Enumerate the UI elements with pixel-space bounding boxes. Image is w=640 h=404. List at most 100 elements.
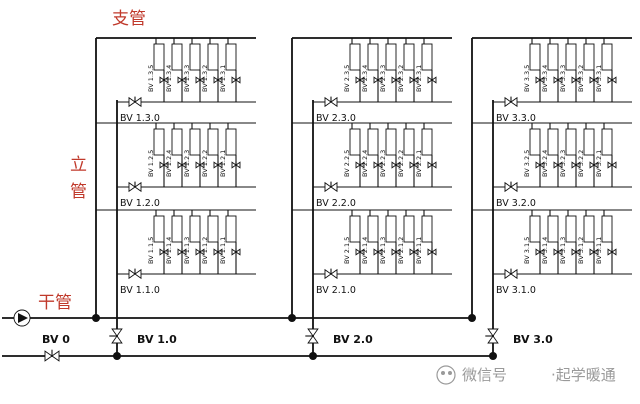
radiator-unit: BV 3.3.5: [523, 38, 545, 102]
radiator-valve: [607, 76, 617, 84]
radiator-body: [565, 215, 577, 243]
radiator-valve-label: BV 2.3.5: [343, 65, 351, 92]
radiator-unit: BV 3.1.3: [559, 210, 581, 274]
radiator-valve-label: BV 1.2.1: [219, 150, 227, 177]
radiator-valve: [535, 248, 545, 256]
radiator-body: [547, 128, 559, 156]
radiator-unit: BV 1.1.4: [165, 210, 187, 274]
radiator-valve-left: [231, 76, 237, 84]
radiator-valve: [409, 248, 419, 256]
radiator-valve-label: BV 3.2.4: [541, 150, 549, 177]
radiator-body: [565, 43, 577, 71]
radiator-unit: BV 2.2.5: [343, 123, 365, 187]
radiator-valve-right: [359, 248, 365, 256]
radiator-valve-left: [177, 248, 183, 256]
branch-valve-label: BV 2.3.0: [316, 113, 356, 124]
watermark: 微信号 ·起学暖通: [436, 365, 616, 385]
radiator-valve-label: BV 3.2.3: [559, 150, 567, 177]
radiator-body: [349, 43, 361, 71]
radiator-valve-left: [355, 161, 361, 169]
radiator-valve-left: [213, 76, 219, 84]
radiator-valve-right: [359, 76, 365, 84]
radiator-valve-label: BV 3.1.1: [595, 237, 603, 264]
branch-balancing-valve-right: [134, 181, 142, 193]
radiator-valve-left: [409, 248, 415, 256]
radiator-unit: BV 2.1.2: [397, 210, 419, 274]
radiator-valve: [607, 161, 617, 169]
radiator-valve-label: BV 1.3.5: [147, 65, 155, 92]
radiator-body: [225, 43, 237, 71]
radiator-valve-right: [181, 161, 187, 169]
radiator-body: [171, 215, 183, 243]
radiator-valve: [159, 76, 169, 84]
radiator-valve-label: BV 3.2.5: [523, 150, 531, 177]
radiator-body: [207, 43, 219, 71]
radiator-valve-right: [377, 248, 383, 256]
radiator-valve-left: [177, 76, 183, 84]
radiator-body: [421, 43, 433, 71]
radiator-valve-label: BV 1.1.1: [219, 237, 227, 264]
radiator-valve-left: [231, 248, 237, 256]
label-branch-pipe: 支管: [112, 9, 146, 29]
radiator-valve: [409, 76, 419, 84]
radiator-valve-label: BV 2.3.3: [379, 65, 387, 92]
radiator-valve-right: [163, 161, 169, 169]
branch-balancing-valve-left: [504, 181, 512, 193]
radiator-valve-label: BV 2.1.2: [397, 237, 405, 264]
radiator-valve: [213, 248, 223, 256]
radiator-valve-right: [611, 248, 617, 256]
radiator-valve-label: BV 2.2.1: [415, 150, 423, 177]
radiator-valve: [355, 161, 365, 169]
radiator-valve: [535, 76, 545, 84]
radiator-valve-label: BV 2.2.2: [397, 150, 405, 177]
return-node: [309, 352, 317, 360]
radiator-valve: [373, 76, 383, 84]
radiator-unit: BV 3.3.1: [595, 38, 617, 102]
radiator-valve-right: [395, 248, 401, 256]
branch-balancing-valve-right: [330, 96, 338, 108]
radiator-valve-right: [611, 76, 617, 84]
radiator-valve: [571, 248, 581, 256]
radiator-valve: [391, 161, 401, 169]
riser-balancing-valve-bottom: [487, 335, 499, 344]
radiator-body: [583, 43, 595, 71]
riser-balancing-valve: [485, 328, 499, 344]
radiator-valve: [373, 161, 383, 169]
radiator-valve-left: [391, 248, 397, 256]
radiator-unit: BV 3.2.1: [595, 123, 617, 187]
radiator-valve-right: [359, 161, 365, 169]
branch-balancing-valve: [504, 268, 518, 280]
radiator-valve-left: [427, 248, 433, 256]
radiator-unit: BV 1.2.2: [201, 123, 223, 187]
branch-balancing-valve: [324, 181, 338, 193]
radiator-valve-right: [413, 161, 419, 169]
radiator-valve-left: [607, 248, 613, 256]
radiator-valve: [391, 76, 401, 84]
radiator-body: [421, 128, 433, 156]
radiator-unit: BV 2.1.1: [415, 210, 437, 274]
radiator-valve-right: [431, 76, 437, 84]
radiator-valve-label: BV 1.3.2: [201, 65, 209, 92]
radiator-valve-label: BV 2.1.3: [379, 237, 387, 264]
radiator-valve-label: BV 1.3.4: [165, 65, 173, 92]
radiator-body: [349, 128, 361, 156]
radiator-valve: [195, 161, 205, 169]
radiator-valve-label: BV 2.3.1: [415, 65, 423, 92]
riser-balancing-valve-bottom: [307, 335, 319, 344]
radiator-valve-right: [235, 76, 241, 84]
radiator-valve: [589, 161, 599, 169]
radiator-valve-right: [611, 161, 617, 169]
radiator-valve-label: BV 2.3.4: [361, 65, 369, 92]
radiator-unit: BV 1.3.1: [219, 38, 241, 102]
radiator-valve: [427, 76, 437, 84]
radiator-unit: BV 1.3.3: [183, 38, 205, 102]
radiator-valve: [571, 161, 581, 169]
radiator-valve: [195, 76, 205, 84]
radiator-valve-label: BV 3.2.2: [577, 150, 585, 177]
branch-valve-label: BV 1.3.0: [120, 113, 160, 124]
radiator-valve: [213, 161, 223, 169]
branch-balancing-valve-left: [128, 96, 136, 108]
radiator-unit: BV 3.3.2: [577, 38, 599, 102]
